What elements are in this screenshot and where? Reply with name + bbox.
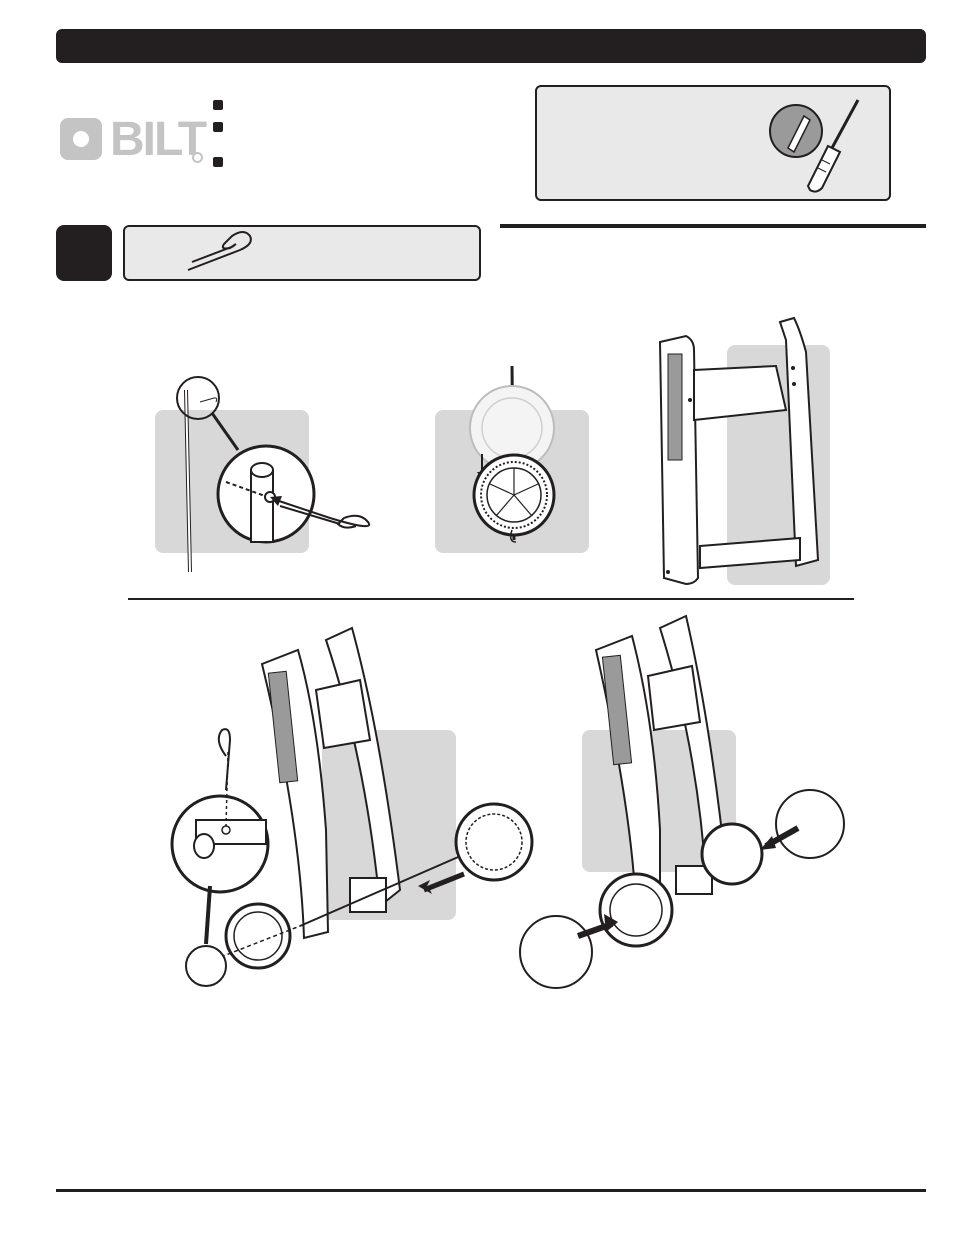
- bullet-icon: [213, 157, 223, 167]
- step-number-badge: [56, 225, 112, 281]
- section-divider: [128, 598, 854, 600]
- bullet-icon: [213, 122, 223, 132]
- bilt-logo: BILT: [58, 112, 208, 166]
- bullet-icon: [213, 100, 223, 110]
- bilt-logo-text: BILT: [110, 113, 207, 166]
- bilt-nut-icon: [60, 118, 102, 160]
- parts-box: [123, 225, 481, 281]
- trademark-icon: [192, 152, 203, 163]
- section-rule: [500, 224, 926, 228]
- header-bar: [56, 29, 926, 63]
- footer-rule: [56, 1189, 926, 1192]
